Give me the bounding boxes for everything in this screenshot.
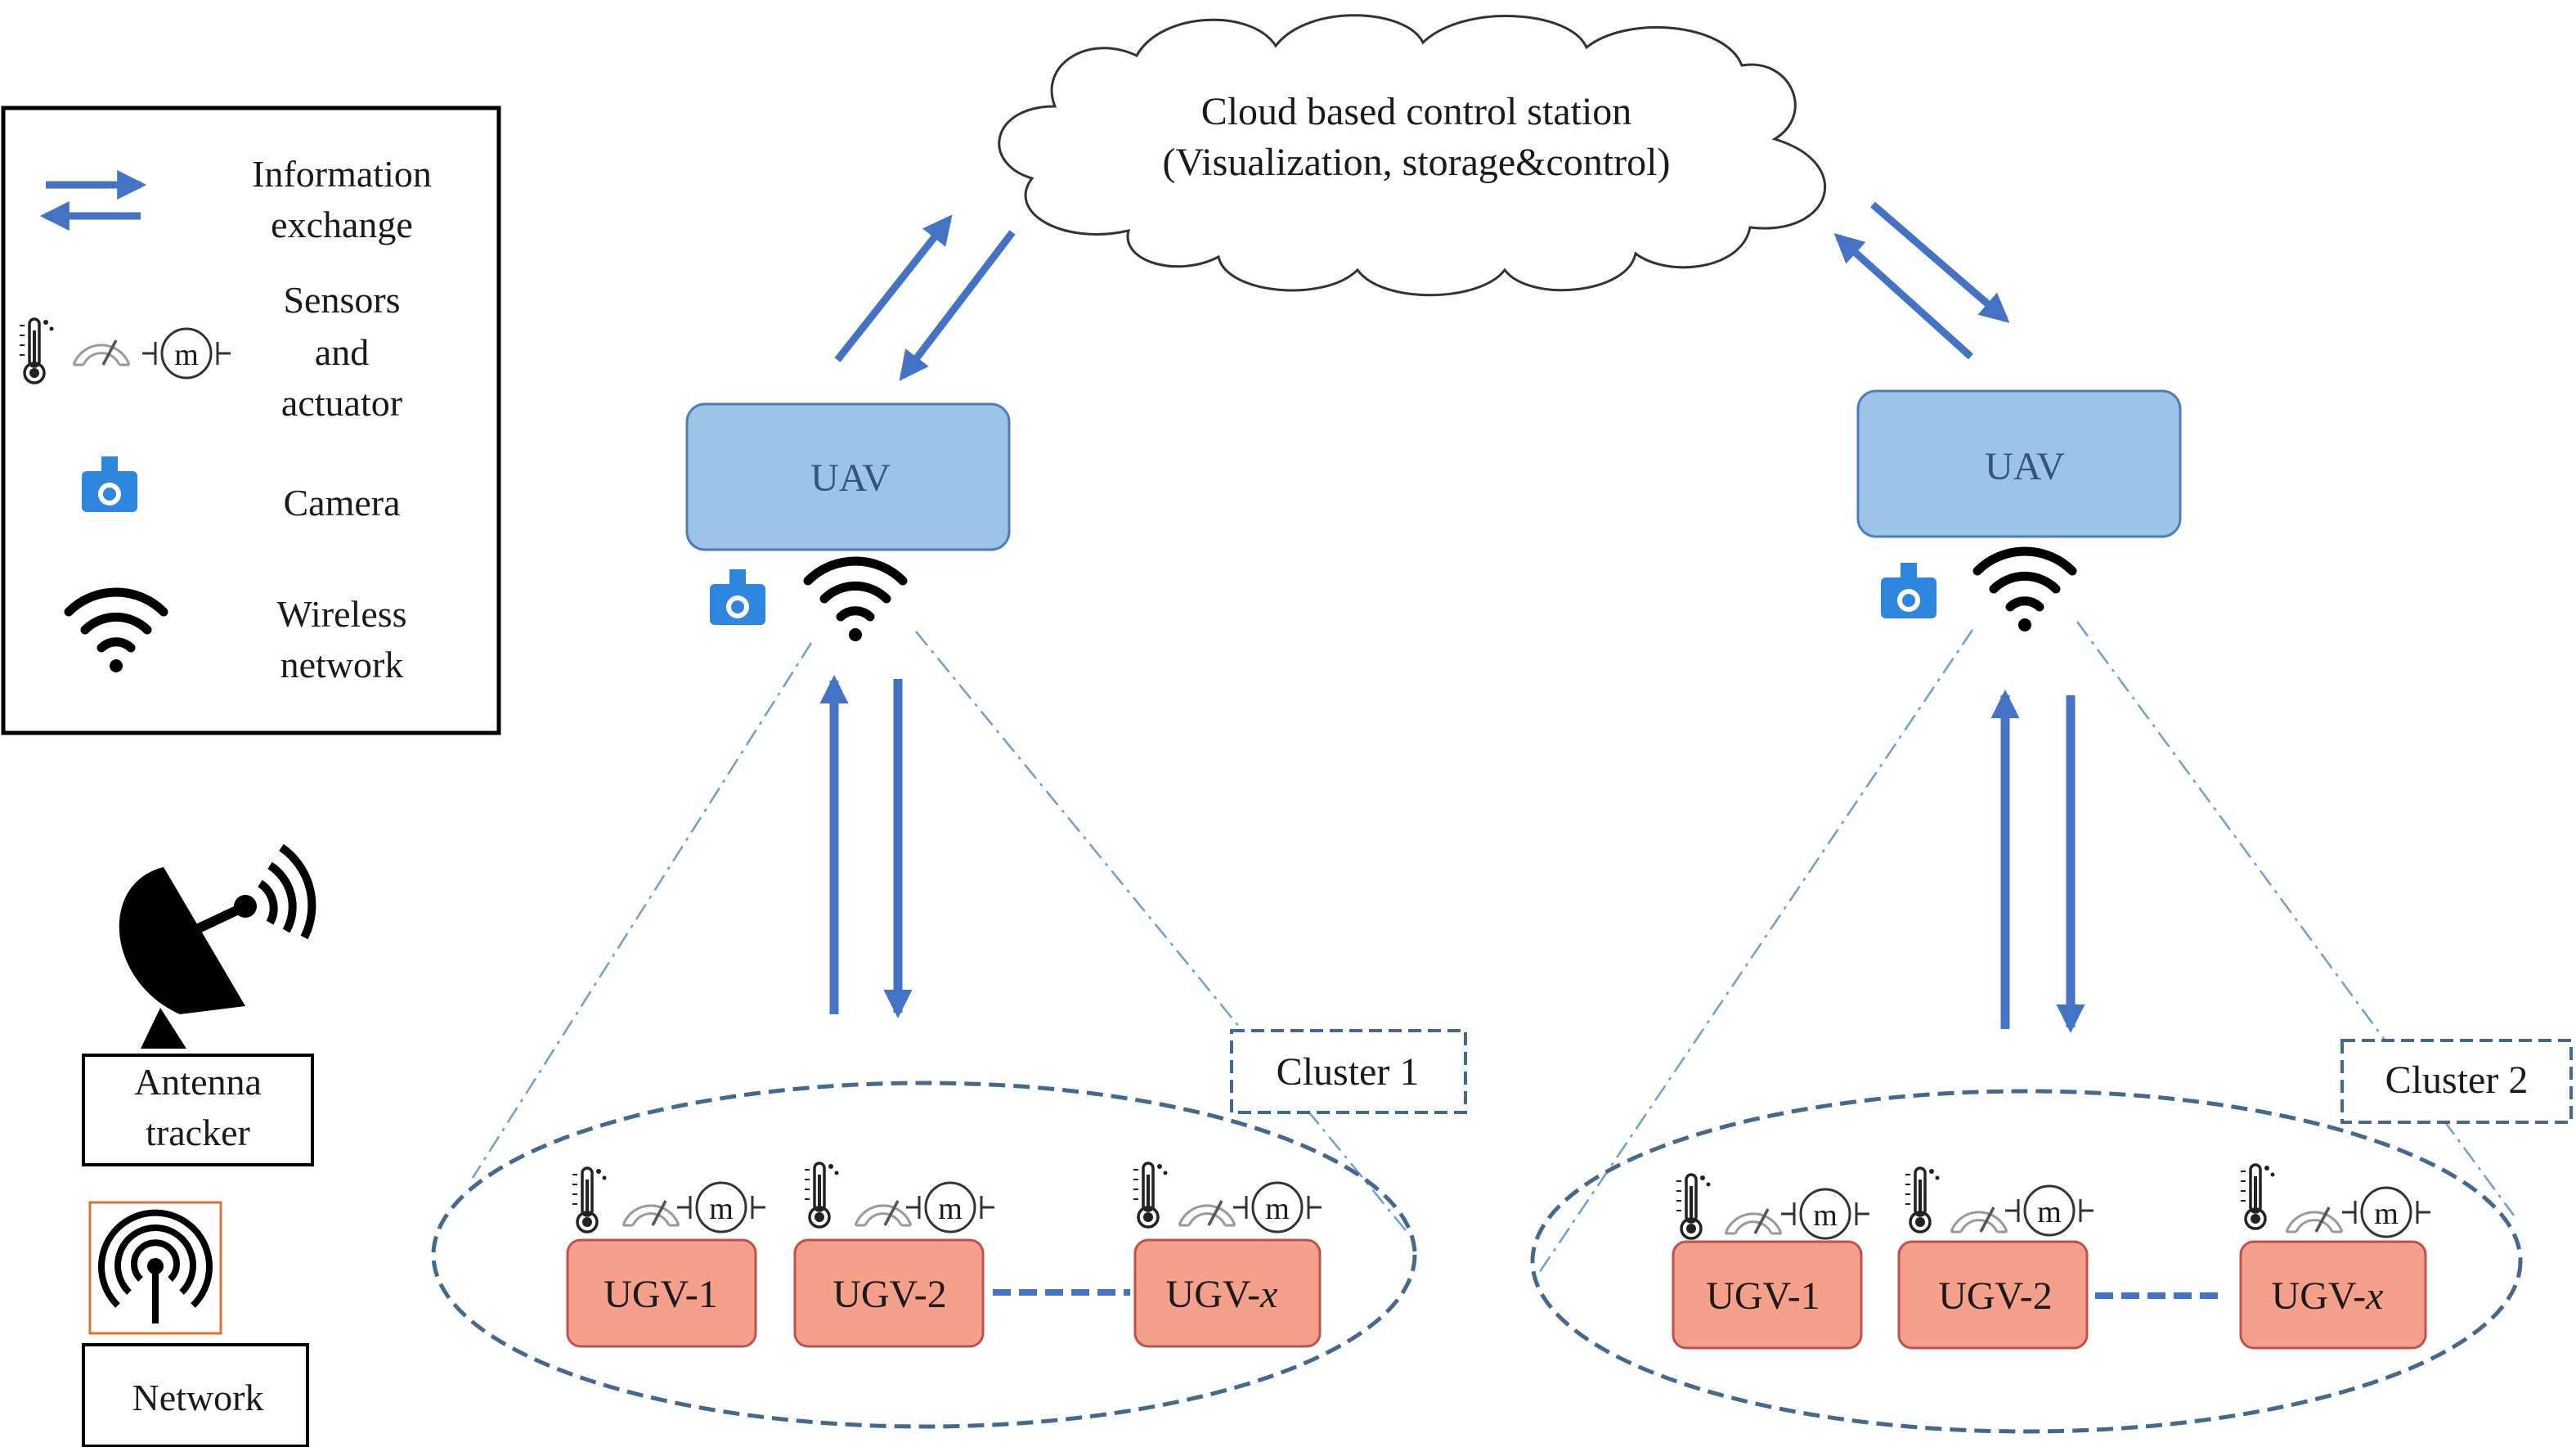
ugv-label: UGV-2: [832, 1273, 947, 1316]
cluster-1-ugv-2: m UGV-2: [793, 1162, 996, 1348]
legend-wireless-label-1: Wireless: [276, 593, 406, 635]
ugv-sensor-set: m: [1904, 1166, 2095, 1237]
legend-wireless-label-2: network: [280, 644, 404, 685]
ugv-label: UGV-x: [1166, 1273, 1278, 1316]
uav-1-coverage-right: [915, 631, 1409, 1234]
cluster-1: UAV Cluster 1 m UGV-1: [431, 402, 1467, 1429]
cloud-title: Cloud based control station: [1201, 90, 1632, 133]
cloud-uav2-exchange: [1833, 201, 2010, 360]
cluster-1-label: Cluster 1: [1277, 1050, 1420, 1094]
cluster-2-label: Cluster 2: [2385, 1058, 2529, 1102]
legend-motor-m: m: [174, 338, 199, 372]
legend-info-exchange-label-2: exchange: [271, 204, 413, 245]
ugv-sensor-set: m: [803, 1162, 996, 1234]
antenna-tracker-box: [82, 1054, 314, 1166]
ugv-label: UGV-x: [2272, 1274, 2384, 1318]
ugv-sensor-set: m: [571, 1166, 767, 1234]
cluster-2-ugv-2: m UGV-2: [1897, 1166, 2095, 1350]
antenna-tracker-label-2: tracker: [146, 1112, 250, 1153]
legend-sensors-label-2: and: [315, 331, 369, 373]
network: Network: [82, 1201, 309, 1447]
ugv-sensor-set: m: [2239, 1163, 2432, 1238]
legend-sensors-label-1: Sensors: [283, 279, 400, 321]
uav-2: [1856, 389, 2182, 538]
ugv-sensor-set: m: [1132, 1162, 1323, 1234]
arrow-cloud-to-uav1: [899, 230, 1016, 381]
cluster-1-ugv-1: m UGV-1: [566, 1166, 767, 1348]
uav-2-coverage-right: [2076, 621, 2515, 1216]
motor-m-label: m: [938, 1192, 963, 1226]
cluster-1-boundary: [431, 1081, 1417, 1429]
ugv-sensor-set: m: [1675, 1173, 1871, 1240]
network-broadcast-icon: [98, 1209, 213, 1323]
legend-camera-label: Camera: [283, 482, 400, 524]
ugv-box: [1672, 1240, 1863, 1350]
arrow-uav1-to-cloud: [834, 214, 953, 362]
cluster-1-label-box: [1230, 1029, 1467, 1114]
legend-sensors-icon: m: [18, 317, 232, 384]
uav-1-coverage-left: [471, 642, 813, 1179]
cluster-2-ugv-x: m UGV-x: [2239, 1163, 2432, 1350]
uav-1-wifi-icon: [808, 561, 903, 641]
uav-1-camera-icon: [710, 569, 765, 625]
arrow-uav2-to-cloud: [1833, 233, 1974, 360]
network-label: Network: [132, 1377, 264, 1418]
motor-m-label: m: [2037, 1195, 2062, 1229]
ugv-label: UGV-2: [1938, 1274, 2053, 1318]
cluster-1-ugv-x: m UGV-x: [1132, 1162, 1323, 1348]
cluster-2-ugv-1: m UGV-1: [1672, 1173, 1871, 1350]
ugv-box: [566, 1238, 757, 1348]
motor-m-label: m: [709, 1192, 734, 1226]
ugv-box: [1897, 1240, 2089, 1350]
cloud-control-station: Cloud based control station (Visualizati…: [998, 14, 1827, 297]
satellite-dish-icon: [119, 843, 316, 1049]
cluster-2-label-box: [2340, 1039, 2573, 1124]
legend-frame: [1, 106, 501, 735]
ugv-box: [2239, 1240, 2427, 1350]
legend-sensors-label-3: actuator: [281, 382, 402, 424]
legend: Information exchange m Sensors and actua…: [1, 106, 501, 735]
motor-m-label: m: [1813, 1198, 1838, 1233]
motor-m-label: m: [2374, 1197, 2399, 1231]
uav-2-coverage-left: [1534, 629, 1974, 1278]
arrow-cloud-to-uav2: [1870, 201, 2010, 323]
ugv-box: [793, 1238, 985, 1348]
antenna-tracker-label-1: Antenna: [134, 1061, 262, 1103]
cluster-2-boundary: [1530, 1089, 2523, 1434]
uav-2-camera-icon: [1881, 563, 1936, 618]
legend-info-exchange-label-1: Information: [252, 153, 432, 195]
motor-m-label: m: [1265, 1192, 1290, 1226]
cluster-2: UAV Cluster 2 m UGV-1 m: [1530, 389, 2573, 1434]
uav-1: [685, 402, 1011, 551]
antenna-tracker: Antenna tracker: [82, 843, 316, 1166]
uav-1-label: UAV: [810, 456, 891, 500]
cloud-shape: [998, 14, 1827, 297]
ugv-box: [1133, 1238, 1322, 1348]
network-label-box: [82, 1343, 309, 1447]
uav-2-label: UAV: [1985, 445, 2065, 488]
uav-2-wifi-icon: [1977, 551, 2072, 631]
cloud-subtitle: (Visualization, storage&control): [1163, 141, 1671, 184]
ugv-label: UGV-1: [604, 1273, 718, 1316]
ugv-label: UGV-1: [1706, 1274, 1820, 1318]
legend-info-exchange-icon: [39, 170, 147, 231]
cloud-uav1-exchange: [834, 214, 1016, 381]
